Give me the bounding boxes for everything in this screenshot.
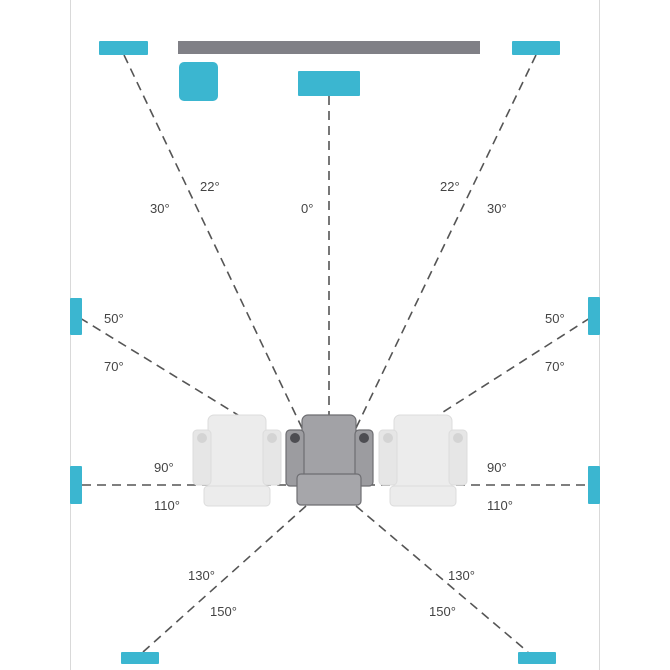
angle-label-surround-right-lower: 110° [487, 498, 513, 513]
angle-label-side-right-upper: 50° [545, 311, 565, 326]
listening-seat [285, 414, 374, 506]
angle-label-surround-right-upper: 90° [487, 460, 507, 475]
angle-label-rear-left-lower: 150° [210, 604, 237, 619]
seat-left-ghost [192, 414, 282, 507]
speaker-lines [79, 54, 591, 653]
speaker-surround-left [70, 466, 82, 504]
angle-label-front-left-inner: 22° [200, 179, 220, 194]
subwoofer [179, 62, 218, 101]
angle-label-surround-left-upper: 90° [154, 460, 174, 475]
speaker-rear-left [121, 652, 159, 664]
line-front-left [123, 54, 303, 429]
line-front-right [355, 54, 537, 429]
angle-label-front-right-inner: 22° [440, 179, 460, 194]
speaker-side-left [70, 298, 82, 335]
speaker-center [298, 71, 360, 96]
seat-right-ghost [378, 414, 468, 507]
line-rear-left [142, 505, 307, 653]
cupholder-left [290, 433, 300, 443]
angle-label-front-left-outer: 30° [150, 201, 170, 216]
angle-label-center: 0° [301, 201, 313, 216]
angle-label-side-left-lower: 70° [104, 359, 124, 374]
angle-label-rear-right-lower: 150° [429, 604, 456, 619]
angle-label-rear-right-upper: 130° [448, 568, 475, 583]
line-rear-right [355, 505, 529, 653]
speaker-front-left [99, 41, 148, 55]
projection-screen [178, 41, 480, 54]
speaker-rear-right [518, 652, 556, 664]
speaker-side-right [588, 297, 600, 335]
angle-label-side-left-upper: 50° [104, 311, 124, 326]
angle-labels: 22° 30° 0° 22° 30° 50° 70° 50° 70° 90° 1… [104, 179, 565, 619]
angle-label-front-right-outer: 30° [487, 201, 507, 216]
angle-label-rear-left-upper: 130° [188, 568, 215, 583]
speakers [70, 41, 600, 664]
cupholder-right [359, 433, 369, 443]
speaker-front-right [512, 41, 560, 55]
angle-label-surround-left-lower: 110° [154, 498, 180, 513]
angle-label-side-right-lower: 70° [545, 359, 565, 374]
speaker-surround-right [588, 466, 600, 504]
